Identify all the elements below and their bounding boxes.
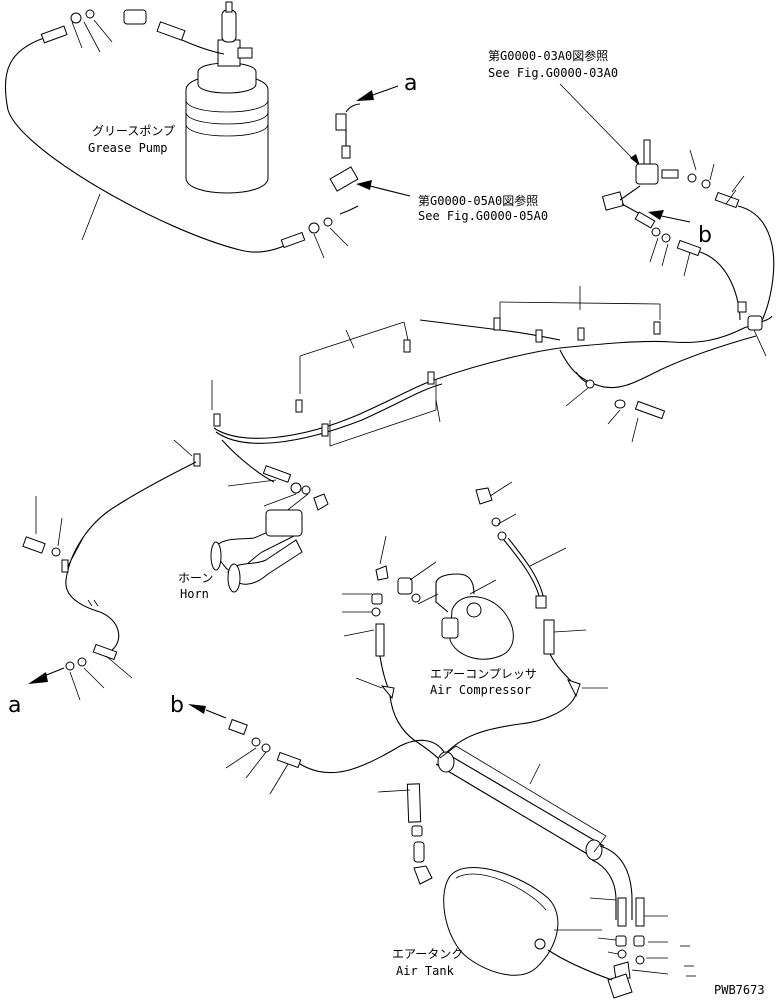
tank-label-en: Air Tank xyxy=(396,964,455,978)
marker-b-bottom: b xyxy=(170,693,184,718)
marker-b-top: b xyxy=(698,223,712,248)
air-line-left xyxy=(65,461,197,651)
grease-pump-label-en: Grease Pump xyxy=(88,141,167,155)
horn-label-en: Horn xyxy=(180,587,209,601)
valve-assembly xyxy=(601,139,659,229)
compressor-label-en: Air Compressor xyxy=(430,683,531,697)
air-tank xyxy=(443,867,559,976)
tank-label-jp: エアータンク xyxy=(392,947,463,961)
drawing-number: PWB7673 xyxy=(714,983,765,997)
horn-label-jp: ホーン xyxy=(178,571,213,585)
ref-03a0-jp: 第G0000-03A0図参照 xyxy=(488,48,608,63)
compressor-label-jp: エアーコンプレッサ xyxy=(430,667,537,681)
grease-pump xyxy=(185,1,269,194)
ref-05a0-jp: 第G0000-05A0図参照 xyxy=(418,193,538,208)
horn xyxy=(210,509,303,593)
ref-05a0-en: See Fig.G0000-05A0 xyxy=(418,209,548,223)
air-compressor xyxy=(441,596,514,660)
clamps xyxy=(193,301,763,467)
ref-03a0-en: See Fig.G0000-03A0 xyxy=(488,66,618,80)
marker-a-bottom: a xyxy=(8,693,21,718)
grease-pump-label-jp: グリースポンプ xyxy=(92,124,175,138)
air-line-upper xyxy=(213,315,773,439)
marker-a-top: a xyxy=(404,71,417,96)
grease-hose xyxy=(4,37,297,253)
